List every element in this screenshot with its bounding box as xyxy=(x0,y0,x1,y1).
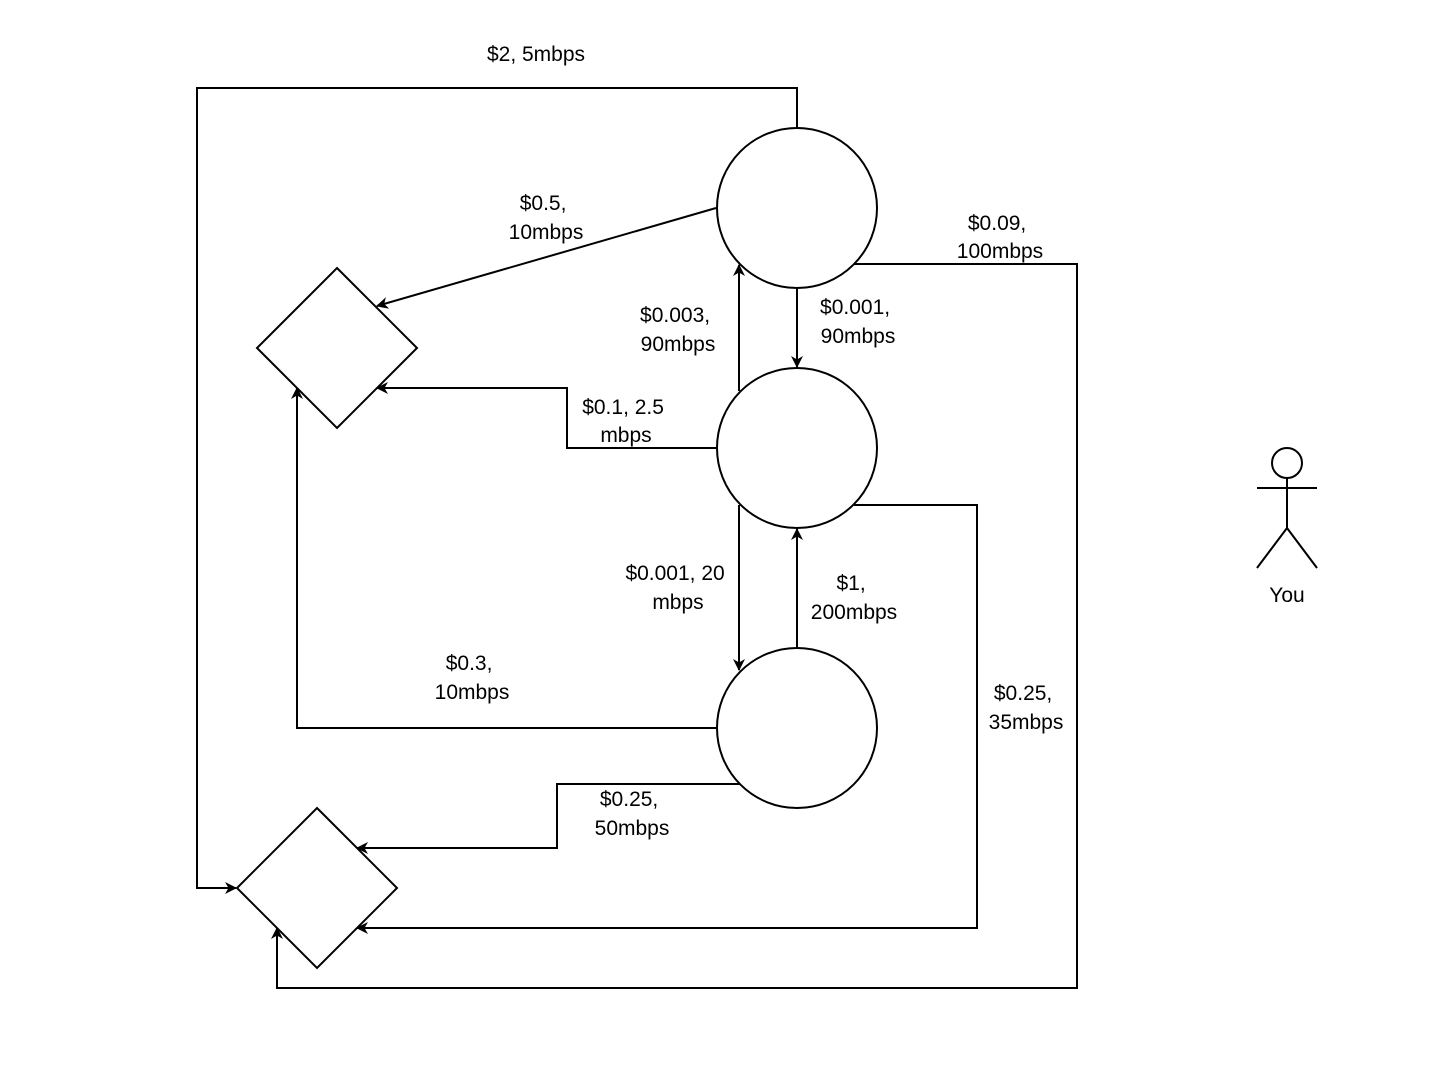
edges xyxy=(196,87,1078,989)
diamond-node-lower[interactable] xyxy=(235,806,399,970)
nodes xyxy=(235,127,878,970)
edge-middle-to-upper-diamond[interactable] xyxy=(376,382,717,449)
edge-top-to-lower-diamond-a[interactable] xyxy=(196,87,798,894)
edge-label-top-to-upper-diamond: $0.5, 10mbps xyxy=(509,192,584,244)
circle-node-bottom[interactable] xyxy=(716,647,878,809)
edge-label-middle-to-top: $0.003, 90mbps xyxy=(640,304,716,356)
edge-middle-to-lower-diamond[interactable] xyxy=(356,504,978,934)
edge-label-middle-to-lower-diamond: $0.25, 35mbps xyxy=(989,682,1064,734)
edge-label-middle-to-bottom: $0.001, 20 mbps xyxy=(625,562,730,614)
diamond-node-upper[interactable] xyxy=(255,266,419,430)
circle-node-middle[interactable] xyxy=(716,367,878,529)
edge-label-top-to-lower-diamond-a: $2, 5mbps xyxy=(487,43,585,66)
edge-top-to-upper-diamond[interactable] xyxy=(376,207,717,309)
edge-label-middle-to-upper-diamond: $0.1, 2.5 mbps xyxy=(582,396,670,447)
actor-label: You xyxy=(1269,584,1304,607)
edge-label-bottom-to-lower-diamond: $0.25, 50mbps xyxy=(595,788,670,840)
edge-label-top-to-lower-diamond-b: $0.09, 100mbps xyxy=(957,212,1043,263)
actor-you[interactable]: You xyxy=(1256,447,1318,607)
edge-label-top-to-middle: $0.001, 90mbps xyxy=(820,296,896,348)
circle-node-top[interactable] xyxy=(716,127,878,289)
edge-bottom-to-upper-diamond[interactable] xyxy=(291,387,717,729)
edge-bottom-to-lower-diamond[interactable] xyxy=(356,783,740,854)
edge-label-bottom-to-upper-diamond: $0.3, 10mbps xyxy=(435,652,510,704)
stick-figure-icon xyxy=(1256,447,1318,569)
edge-top-to-lower-diamond-b[interactable] xyxy=(271,263,1078,989)
edge-label-bottom-to-middle: $1, 200mbps xyxy=(811,572,897,624)
edge-labels: $2, 5mbps $0.5, 10mbps $0.09, 100mbps $0… xyxy=(435,43,1064,840)
